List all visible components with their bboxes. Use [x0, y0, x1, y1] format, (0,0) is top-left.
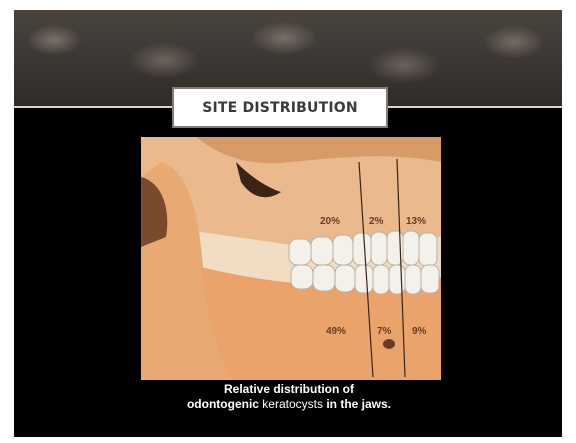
- figure-caption: Relative distribution of odontogenic ker…: [144, 382, 434, 412]
- region-label: 20%: [320, 216, 340, 227]
- region-label: 13%: [406, 216, 426, 227]
- region-label: 49%: [326, 326, 346, 337]
- jaw-diagram: 20% 2% 13% 49% 7% 9%: [141, 137, 441, 380]
- slide: SITE DISTRIBUTION: [14, 10, 562, 437]
- jaw-illustration: 20% 2% 13% 49% 7% 9%: [141, 137, 441, 380]
- slide-title: SITE DISTRIBUTION: [202, 100, 358, 116]
- mental-foramen: [383, 339, 395, 349]
- title-box: SITE DISTRIBUTION: [172, 87, 388, 128]
- region-label: 2%: [369, 216, 384, 227]
- region-label: 9%: [412, 326, 427, 337]
- caption-line-2-end: in the jaws.: [323, 397, 391, 411]
- caption-line-1: Relative distribution of: [224, 382, 354, 396]
- caption-term-keratocysts: keratocysts: [259, 397, 323, 411]
- caption-term-odontogenic: odontogenic: [187, 397, 259, 411]
- region-label: 7%: [377, 326, 392, 337]
